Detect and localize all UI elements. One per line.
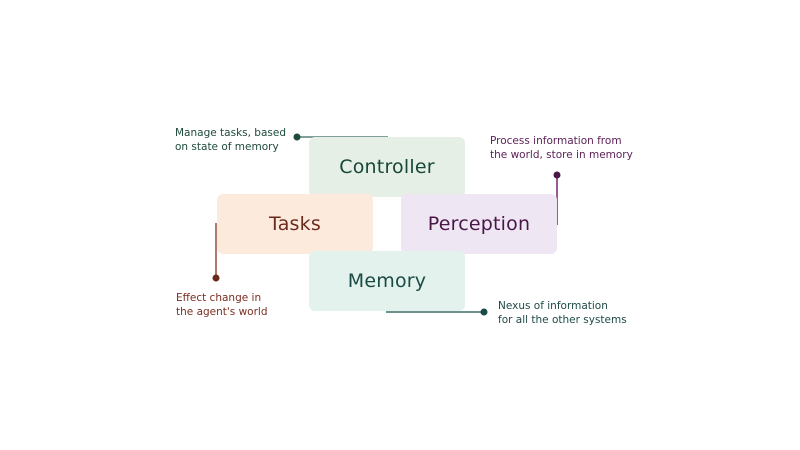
perception-connector-dot [553,171,561,179]
memory-label: Memory [347,270,427,292]
controller-annotation: Manage tasks, based on state of memory [175,126,345,154]
memory-box: Memory [309,251,465,311]
controller-annotation-line-2: on state of memory [175,141,279,153]
tasks-annotation-line-1: Effect change in [176,292,262,304]
perception-annotation-line-2: the world, store in memory [490,149,633,161]
perception-label: Perception [427,213,531,235]
controller-box: Controller [309,137,465,197]
memory-annotation-line-2: for all the other systems [498,314,627,326]
memory-connector-dot [480,308,488,316]
memory-annotation: Nexus of information for all the other s… [498,299,668,327]
memory-annotation-line-1: Nexus of information [498,300,608,312]
perception-annotation: Process information from the world, stor… [490,134,660,162]
perception-annotation-line-1: Process information from [490,135,622,147]
perception-box: Perception [401,194,557,254]
tasks-box: Tasks [217,194,373,254]
tasks-annotation-line-2: the agent's world [176,306,268,318]
controller-annotation-line-1: Manage tasks, based [175,127,286,139]
controller-connector-dot [293,133,301,141]
tasks-annotation: Effect change in the agent's world [176,291,346,319]
tasks-connector-dot [212,274,220,282]
controller-label: Controller [339,156,435,178]
tasks-label: Tasks [269,213,321,235]
